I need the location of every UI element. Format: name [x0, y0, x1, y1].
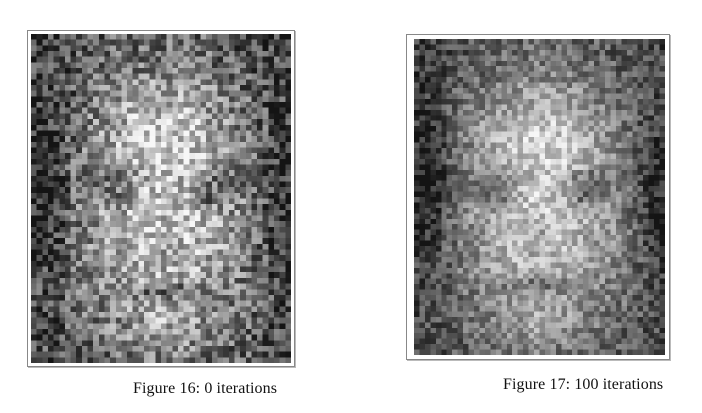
face-image-0-iterations	[31, 34, 291, 363]
figure-16-frame	[27, 30, 295, 367]
figure-17-caption: Figure 17: 100 iterations	[503, 376, 664, 393]
figure-16-caption: Figure 16: 0 iterations	[133, 380, 278, 397]
face-image-100-iterations	[414, 39, 665, 355]
figure-17-frame	[406, 34, 670, 360]
